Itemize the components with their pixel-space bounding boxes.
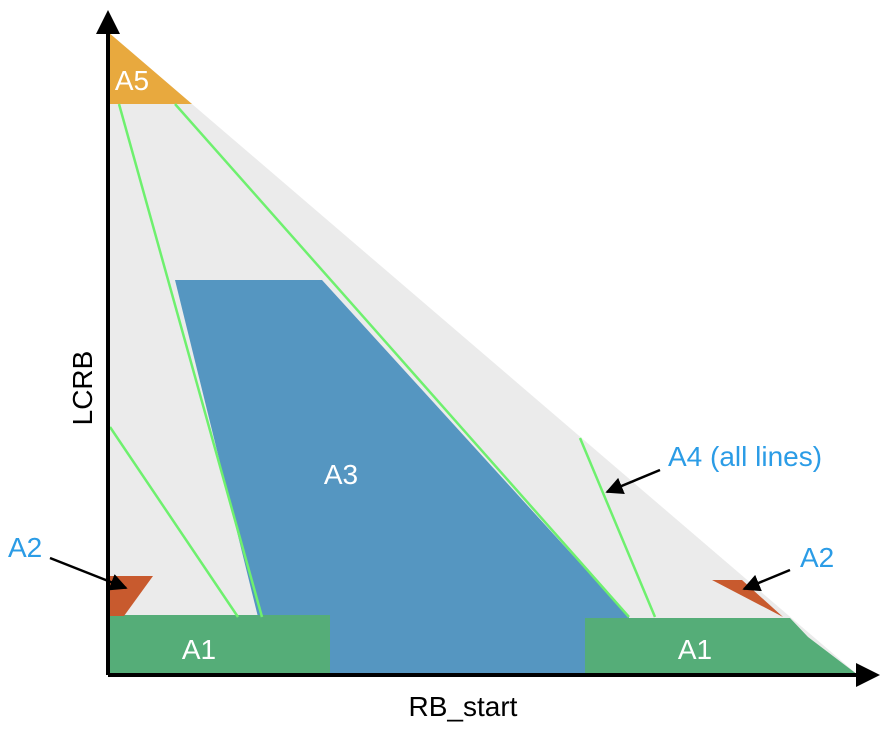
callout-a2-right: A2 (800, 542, 834, 573)
a4-line-1 (117, 103, 264, 618)
label-a1-right: A1 (678, 634, 712, 665)
a4-lines (108, 103, 657, 618)
a4-line-2 (174, 103, 630, 618)
a4-line-4 (578, 437, 657, 618)
y-axis-label: LCRB (67, 351, 98, 426)
label-a1-left: A1 (182, 634, 216, 665)
x-axis-label: RB_start (409, 691, 518, 722)
callout-a4: A4 (all lines) (668, 441, 822, 472)
region-a1-right (585, 618, 858, 675)
region-a3 (175, 280, 629, 675)
label-a5: A5 (115, 65, 149, 96)
arrow-a2-left (49, 556, 128, 591)
a4-line-3 (108, 426, 240, 618)
label-a3: A3 (324, 459, 358, 490)
region-a5 (108, 32, 192, 104)
region-a2-right (712, 580, 783, 617)
arrow-a2-right (742, 568, 791, 592)
callout-a2-left: A2 (8, 532, 42, 563)
region-a1-left (108, 615, 330, 675)
arrow-a4 (605, 468, 661, 495)
